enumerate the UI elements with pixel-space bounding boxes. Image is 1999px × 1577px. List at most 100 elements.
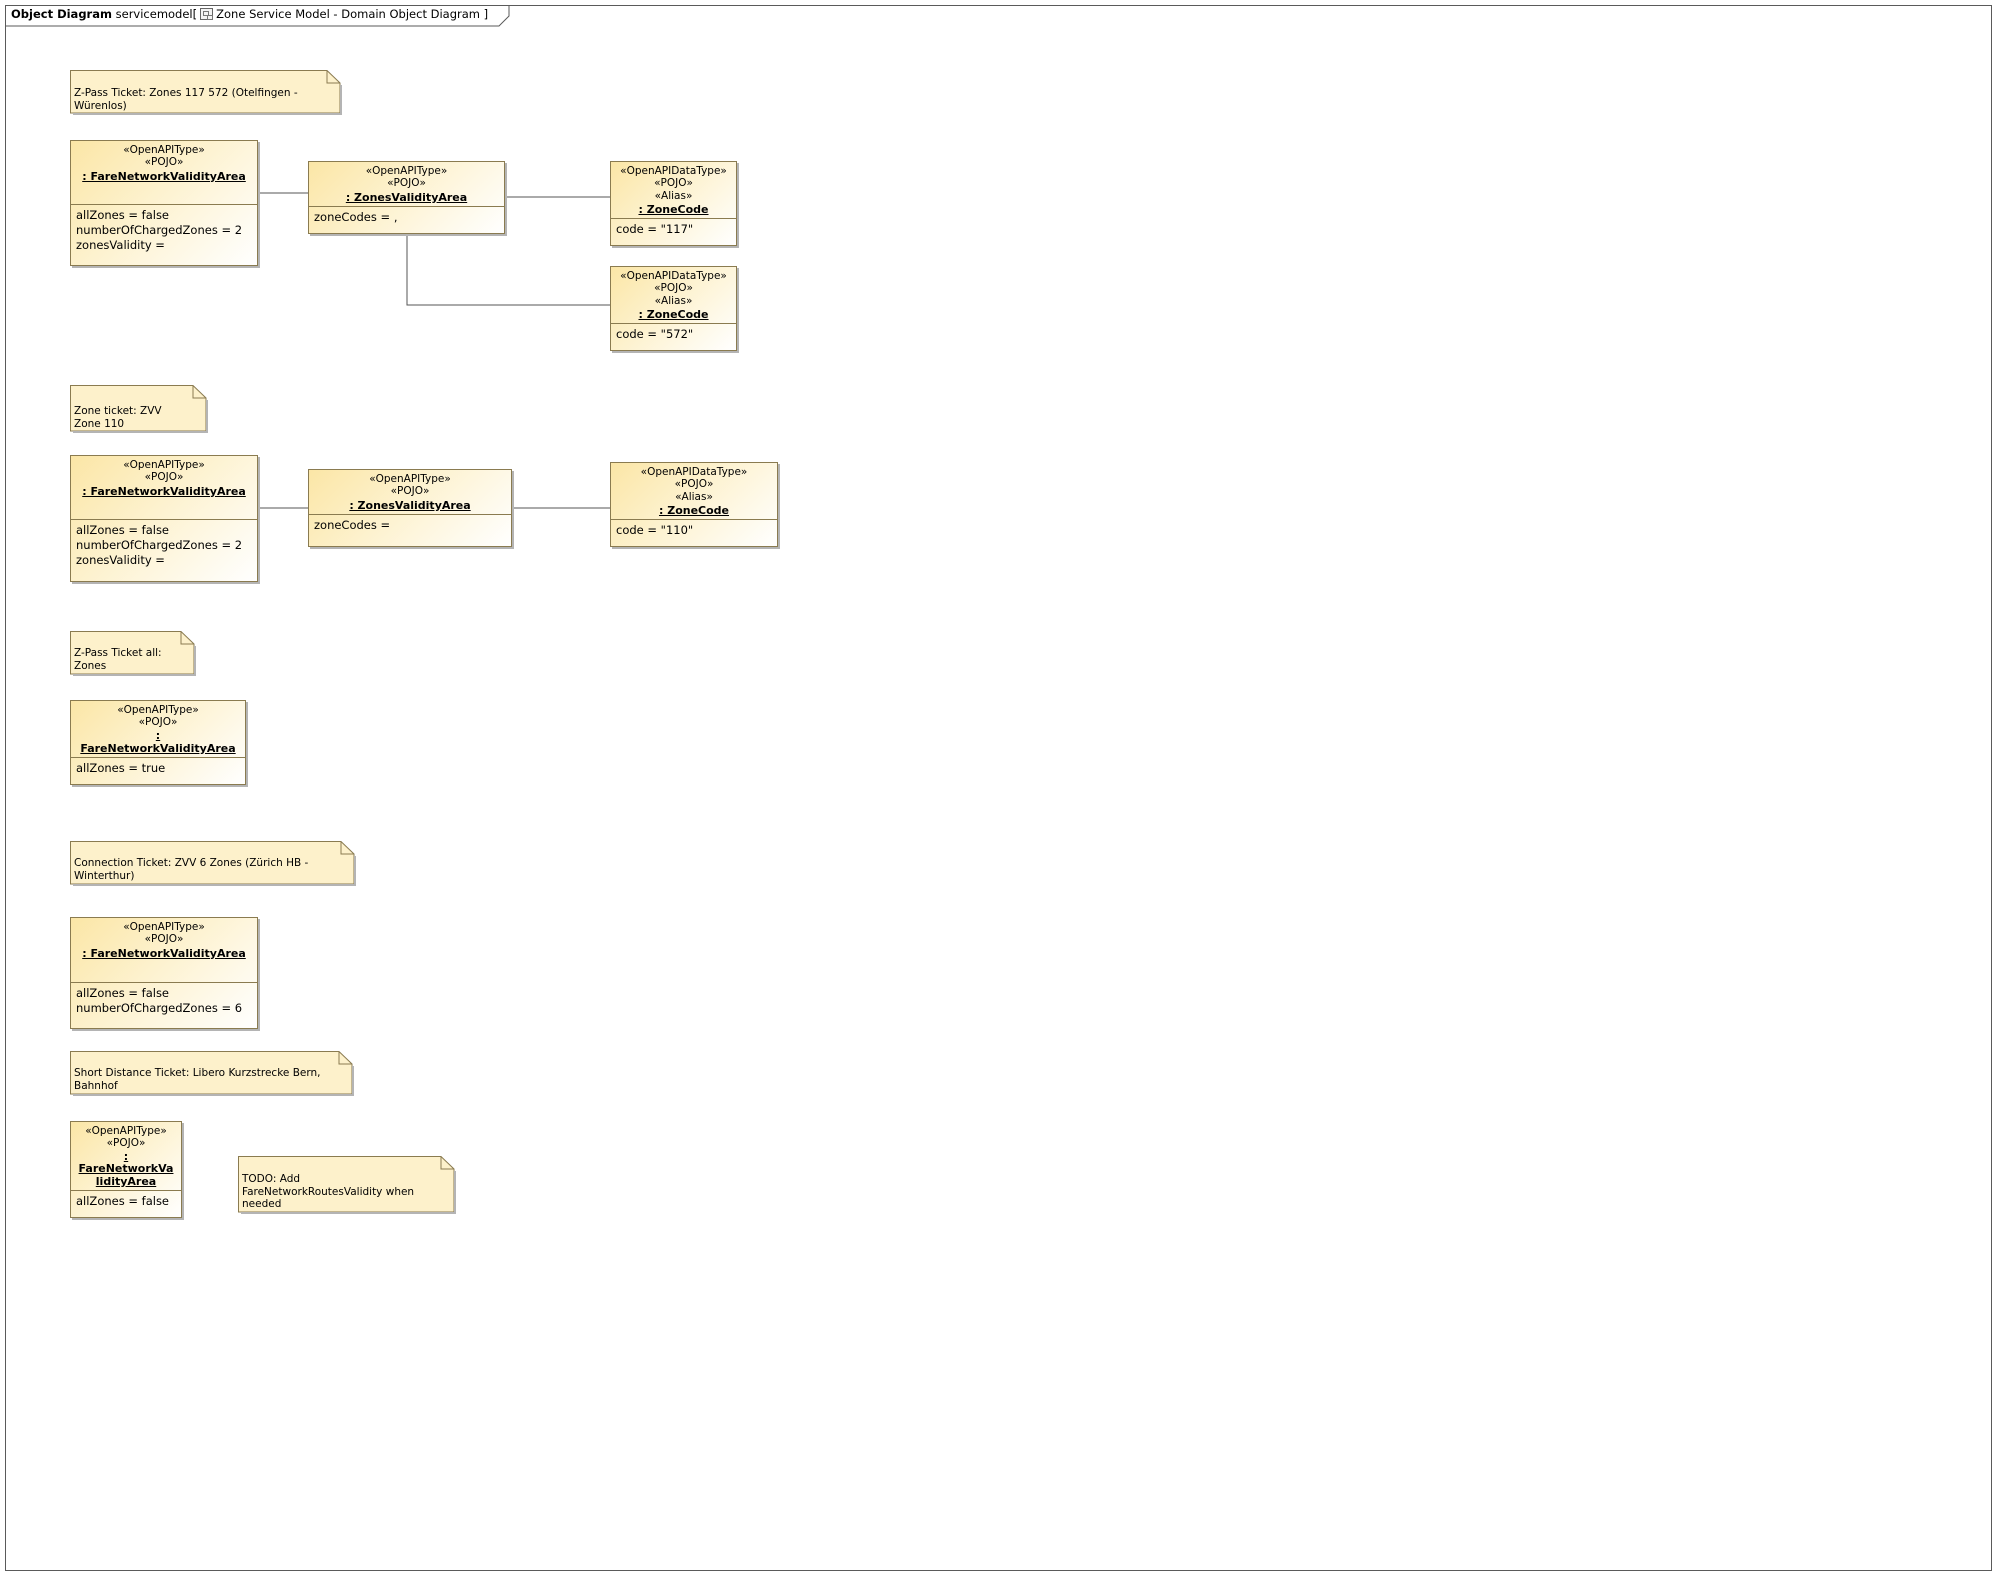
object-name: : FareNetworkValidityArea <box>82 169 246 183</box>
object-header: «OpenAPIType» «POJO» : ZonesValidityArea <box>309 162 504 206</box>
stereotype-alias: «Alias» <box>654 189 693 202</box>
stereotype-pojo: «POJO» <box>106 1137 146 1150</box>
object-name: : ZoneCode <box>658 503 730 517</box>
slot-all-zones: allZones = true <box>76 760 166 775</box>
stereotype-pojo: «POJO» <box>674 478 714 491</box>
object-fare-network-validity-area-3[interactable]: «OpenAPIType» «POJO» : FareNetworkValidi… <box>70 700 246 785</box>
slot-zones-validity: zonesValidity = <box>76 552 165 567</box>
object-name-prefix: : <box>155 728 161 742</box>
stereotype-pojo: «POJO» <box>387 177 426 190</box>
slot-number-of-charged-zones: numberOfChargedZones = 2 <box>76 537 243 552</box>
object-header: «OpenAPIDataType» «POJO» «Alias» : ZoneC… <box>611 267 736 323</box>
note-text: Z-Pass Ticket all: Zones <box>74 647 162 672</box>
note-shape <box>70 1051 354 1096</box>
slot-compartment: allZones = false <box>71 1189 181 1212</box>
diagram-frame <box>5 5 1992 1571</box>
note-shape <box>70 385 208 433</box>
slot-all-zones: allZones = false <box>76 985 170 1000</box>
diagram-icon <box>200 8 214 20</box>
object-name: : ZonesValidityArea <box>345 190 468 204</box>
object-fare-network-validity-area-2[interactable]: «OpenAPIType» «POJO» : FareNetworkValidi… <box>70 455 258 582</box>
object-zone-code-572[interactable]: «OpenAPIDataType» «POJO» «Alias» : ZoneC… <box>610 266 737 351</box>
slot-all-zones: allZones = false <box>76 207 170 222</box>
note-text: Z-Pass Ticket: Zones 117 572 (Otelfingen… <box>74 87 298 112</box>
note-zpass-117-572[interactable]: Z-Pass Ticket: Zones 117 572 (Otelfingen… <box>70 70 344 117</box>
slot-compartment: allZones = true <box>71 756 245 779</box>
frame-tab-border <box>5 5 510 27</box>
slot-compartment: zoneCodes = <box>309 513 511 536</box>
object-header: «OpenAPIType» «POJO» : FareNetworkValidi… <box>71 456 257 500</box>
stereotype-alias: «Alias» <box>654 294 693 307</box>
slot-number-of-charged-zones: numberOfChargedZones = 6 <box>76 1000 243 1015</box>
object-name: : FareNetworkValidityArea <box>82 946 246 960</box>
note-shape <box>70 70 342 115</box>
slot-compartment: zoneCodes = , <box>309 205 504 228</box>
frame-diagram-name: Zone Service Model - Domain Object Diagr… <box>216 7 480 21</box>
object-zones-validity-area-1[interactable]: «OpenAPIType» «POJO» : ZonesValidityArea… <box>308 161 505 234</box>
object-header: «OpenAPIDataType» «POJO» «Alias» : ZoneC… <box>611 162 736 218</box>
object-name: : ZoneCode <box>638 202 709 216</box>
slot-compartment: code = "572" <box>611 322 736 345</box>
stereotype-pojo: «POJO» <box>144 471 184 484</box>
frame-kind: Object Diagram <box>11 7 112 21</box>
object-name-part2: lidityArea <box>95 1174 157 1188</box>
slot-compartment: code = "117" <box>611 217 736 240</box>
frame-title[interactable]: Object Diagram servicemodel[ Zone Service… <box>11 7 488 21</box>
object-header: «OpenAPIType» «POJO» : FareNetworkValidi… <box>71 918 257 962</box>
slot-code: code = "572" <box>616 326 694 341</box>
note-todo[interactable]: TODO: Add FareNetworkRoutesValidity when… <box>238 1156 458 1216</box>
object-fare-network-validity-area-4[interactable]: «OpenAPIType» «POJO» : FareNetworkValidi… <box>70 917 258 1029</box>
note-text: Zone ticket: ZVV Zone 110 <box>74 405 162 430</box>
object-name-prefix: : <box>123 1149 129 1163</box>
note-zpass-all-zones[interactable]: Z-Pass Ticket all: Zones <box>70 631 198 678</box>
stereotype-pojo: «POJO» <box>390 485 430 498</box>
object-header: «OpenAPIType» «POJO» : ZonesValidityArea <box>309 470 511 514</box>
slot-compartment: code = "110" <box>611 518 777 541</box>
slot-zone-codes: zoneCodes = , <box>314 209 398 224</box>
stereotype-openapitype: «OpenAPIType» <box>123 921 205 933</box>
frame-close-bracket: ] <box>483 7 489 21</box>
frame-open-bracket: [ <box>192 7 198 21</box>
slot-compartment: allZones = false numberOfChargedZones = … <box>71 203 257 256</box>
object-zone-code-117[interactable]: «OpenAPIDataType» «POJO» «Alias» : ZoneC… <box>610 161 737 246</box>
stereotype-openapitype: «OpenAPIType» <box>123 459 205 471</box>
object-header: «OpenAPIType» «POJO» : FareNetworkValidi… <box>71 701 245 757</box>
note-shape <box>70 631 196 676</box>
slot-zones-validity: zonesValidity = <box>76 237 165 252</box>
object-name: FareNetworkValidityArea <box>80 741 236 755</box>
frame-owner: servicemodel <box>115 7 193 21</box>
stereotype-pojo: «POJO» <box>654 282 693 295</box>
stereotype-openapitype: «OpenAPIType» <box>123 144 205 156</box>
note-text: TODO: Add FareNetworkRoutesValidity when… <box>242 1173 415 1210</box>
note-zone-ticket-zvv[interactable]: Zone ticket: ZVV Zone 110 <box>70 385 210 435</box>
note-text: Connection Ticket: ZVV 6 Zones (Zürich H… <box>74 857 309 882</box>
stereotype-openapitype: «OpenAPIType» <box>369 473 451 485</box>
object-name: : FareNetworkValidityArea <box>82 484 246 498</box>
object-header: «OpenAPIType» «POJO» : FareNetworkVa lid… <box>71 1122 181 1190</box>
slot-all-zones: allZones = false <box>76 522 170 537</box>
stereotype-pojo: «POJO» <box>654 177 693 190</box>
link-zva1-zc572[interactable] <box>406 234 610 306</box>
object-name: : ZoneCode <box>638 307 709 321</box>
object-fare-network-validity-area-1[interactable]: «OpenAPIType» «POJO» : FareNetworkValidi… <box>70 140 258 266</box>
stereotype-openapidatatype: «OpenAPIDataType» <box>620 165 727 177</box>
slot-zone-codes: zoneCodes = <box>314 517 391 532</box>
object-name-part1: FareNetworkVa <box>78 1161 174 1175</box>
note-short-distance-ticket[interactable]: Short Distance Ticket: Libero Kurzstreck… <box>70 1051 356 1098</box>
slot-code: code = "117" <box>616 221 694 236</box>
object-zones-validity-area-2[interactable]: «OpenAPIType» «POJO» : ZonesValidityArea… <box>308 469 512 547</box>
slot-all-zones: allZones = false <box>76 1193 170 1208</box>
object-zone-code-110[interactable]: «OpenAPIDataType» «POJO» «Alias» : ZoneC… <box>610 462 778 547</box>
stereotype-alias: «Alias» <box>675 490 713 503</box>
slot-compartment: allZones = false numberOfChargedZones = … <box>71 518 257 571</box>
note-connection-ticket[interactable]: Connection Ticket: ZVV 6 Zones (Zürich H… <box>70 841 358 888</box>
stereotype-openapitype: «OpenAPIType» <box>85 1125 167 1137</box>
object-header: «OpenAPIDataType» «POJO» «Alias» : ZoneC… <box>611 463 777 519</box>
slot-code: code = "110" <box>616 522 694 537</box>
object-header: «OpenAPIType» «POJO» : FareNetworkValidi… <box>71 141 257 185</box>
object-fare-network-validity-area-5[interactable]: «OpenAPIType» «POJO» : FareNetworkVa lid… <box>70 1121 182 1218</box>
stereotype-openapidatatype: «OpenAPIDataType» <box>640 466 748 478</box>
slot-number-of-charged-zones: numberOfChargedZones = 2 <box>76 222 243 237</box>
note-shape <box>70 841 356 886</box>
